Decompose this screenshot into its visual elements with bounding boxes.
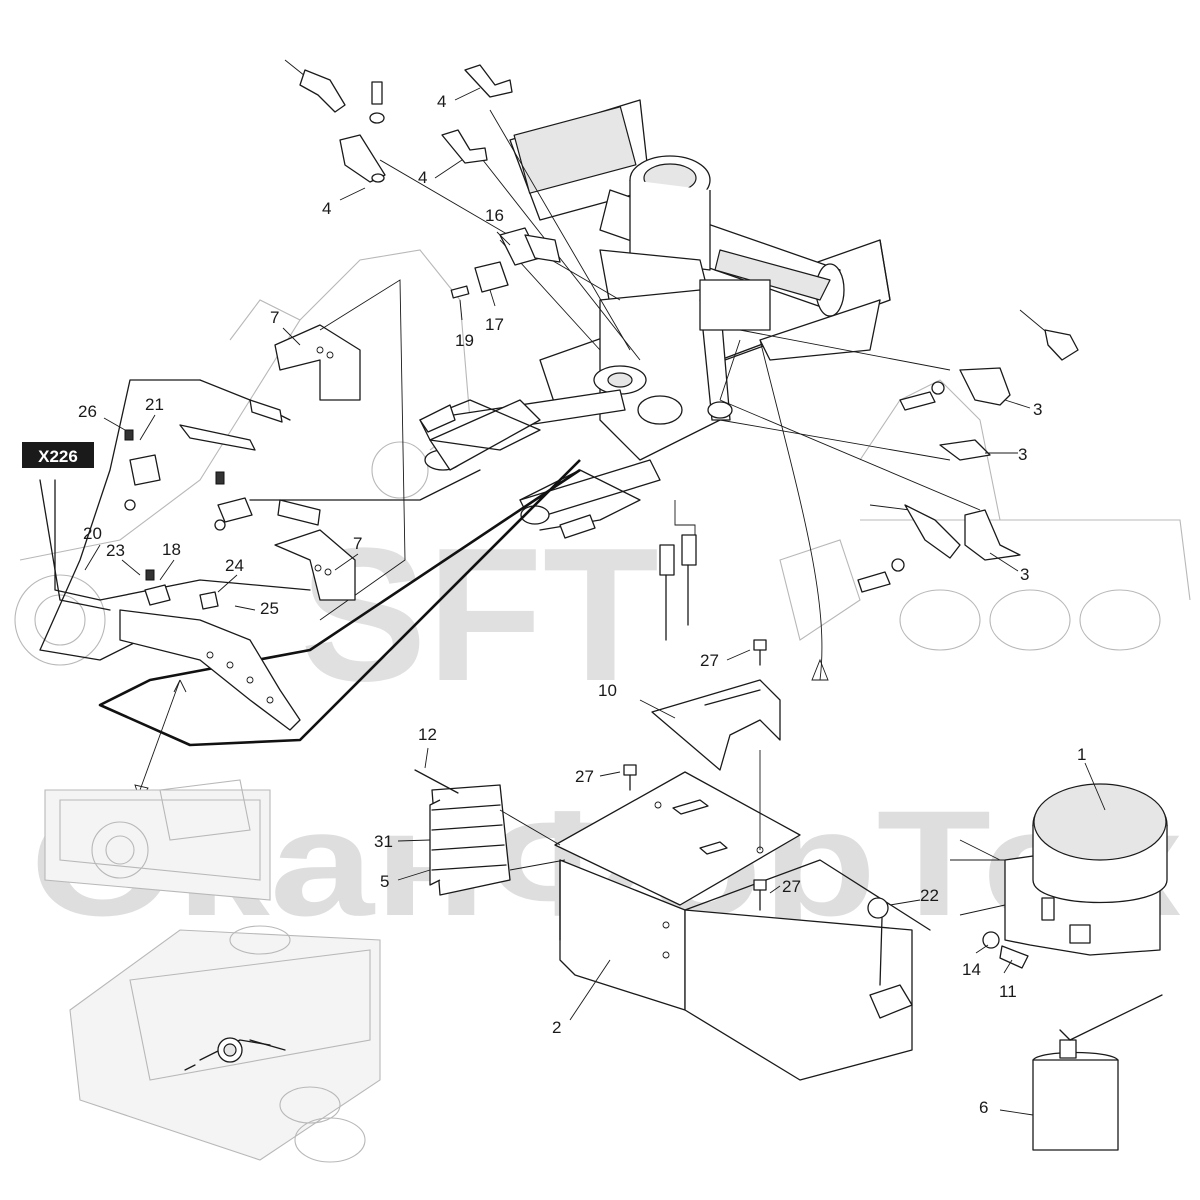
clamp-details (119, 279, 596, 802)
callout-3b: 3 (1018, 445, 1027, 464)
callout-4c: 4 (322, 199, 331, 218)
axle-assembly (419, 99, 891, 525)
callout-2: 2 (552, 1018, 561, 1037)
callout-21: 21 (145, 395, 164, 414)
callout-27c: 27 (782, 877, 801, 896)
callout-16: 16 (485, 206, 504, 225)
callout-1: 1 (1077, 745, 1086, 764)
callout-22: 22 (920, 886, 939, 905)
callout-18: 18 (162, 540, 181, 559)
callout-7a: 7 (270, 308, 279, 327)
callout-25: 25 (260, 599, 279, 618)
callout-4a: 4 (437, 92, 446, 111)
callout-leaders (84, 87, 1106, 1116)
pump-mount-assembly (554, 639, 1168, 1151)
callout-11: 11 (999, 982, 1017, 1001)
callout-14: 14 (962, 960, 981, 979)
connector-tag-label: X226 (38, 447, 78, 466)
callout-7b: 7 (353, 534, 362, 553)
callout-19: 19 (455, 331, 474, 350)
callout-5: 5 (380, 872, 389, 891)
callout-6: 6 (979, 1098, 988, 1117)
callout-27b: 27 (575, 767, 594, 786)
reference-views (44, 779, 381, 1163)
callout-10: 10 (598, 681, 617, 700)
callout-20: 20 (83, 524, 102, 543)
callout-31: 31 (374, 832, 393, 851)
watermark-logo: SFT (300, 509, 659, 721)
right-brackets (857, 309, 1079, 593)
callout-24: 24 (225, 556, 244, 575)
callout-17: 17 (485, 315, 504, 334)
callout-3a: 3 (1033, 400, 1042, 419)
callout-4b: 4 (418, 168, 427, 187)
callout-23: 23 (106, 541, 125, 560)
callout-27a: 27 (700, 651, 719, 670)
callout-12: 12 (418, 725, 437, 744)
callout-3c: 3 (1020, 565, 1029, 584)
top-brackets (284, 59, 561, 299)
section-outline (98, 459, 581, 747)
connector-tag-x226: X226 (22, 442, 94, 468)
centre-wires (659, 500, 697, 641)
harness-lines (39, 109, 981, 681)
lube-distributor (414, 769, 566, 896)
callout-26: 26 (78, 402, 97, 421)
callout-labels: 1 2 3 3 3 4 4 4 5 6 7 7 10 11 12 14 16 1… (78, 92, 1086, 1117)
